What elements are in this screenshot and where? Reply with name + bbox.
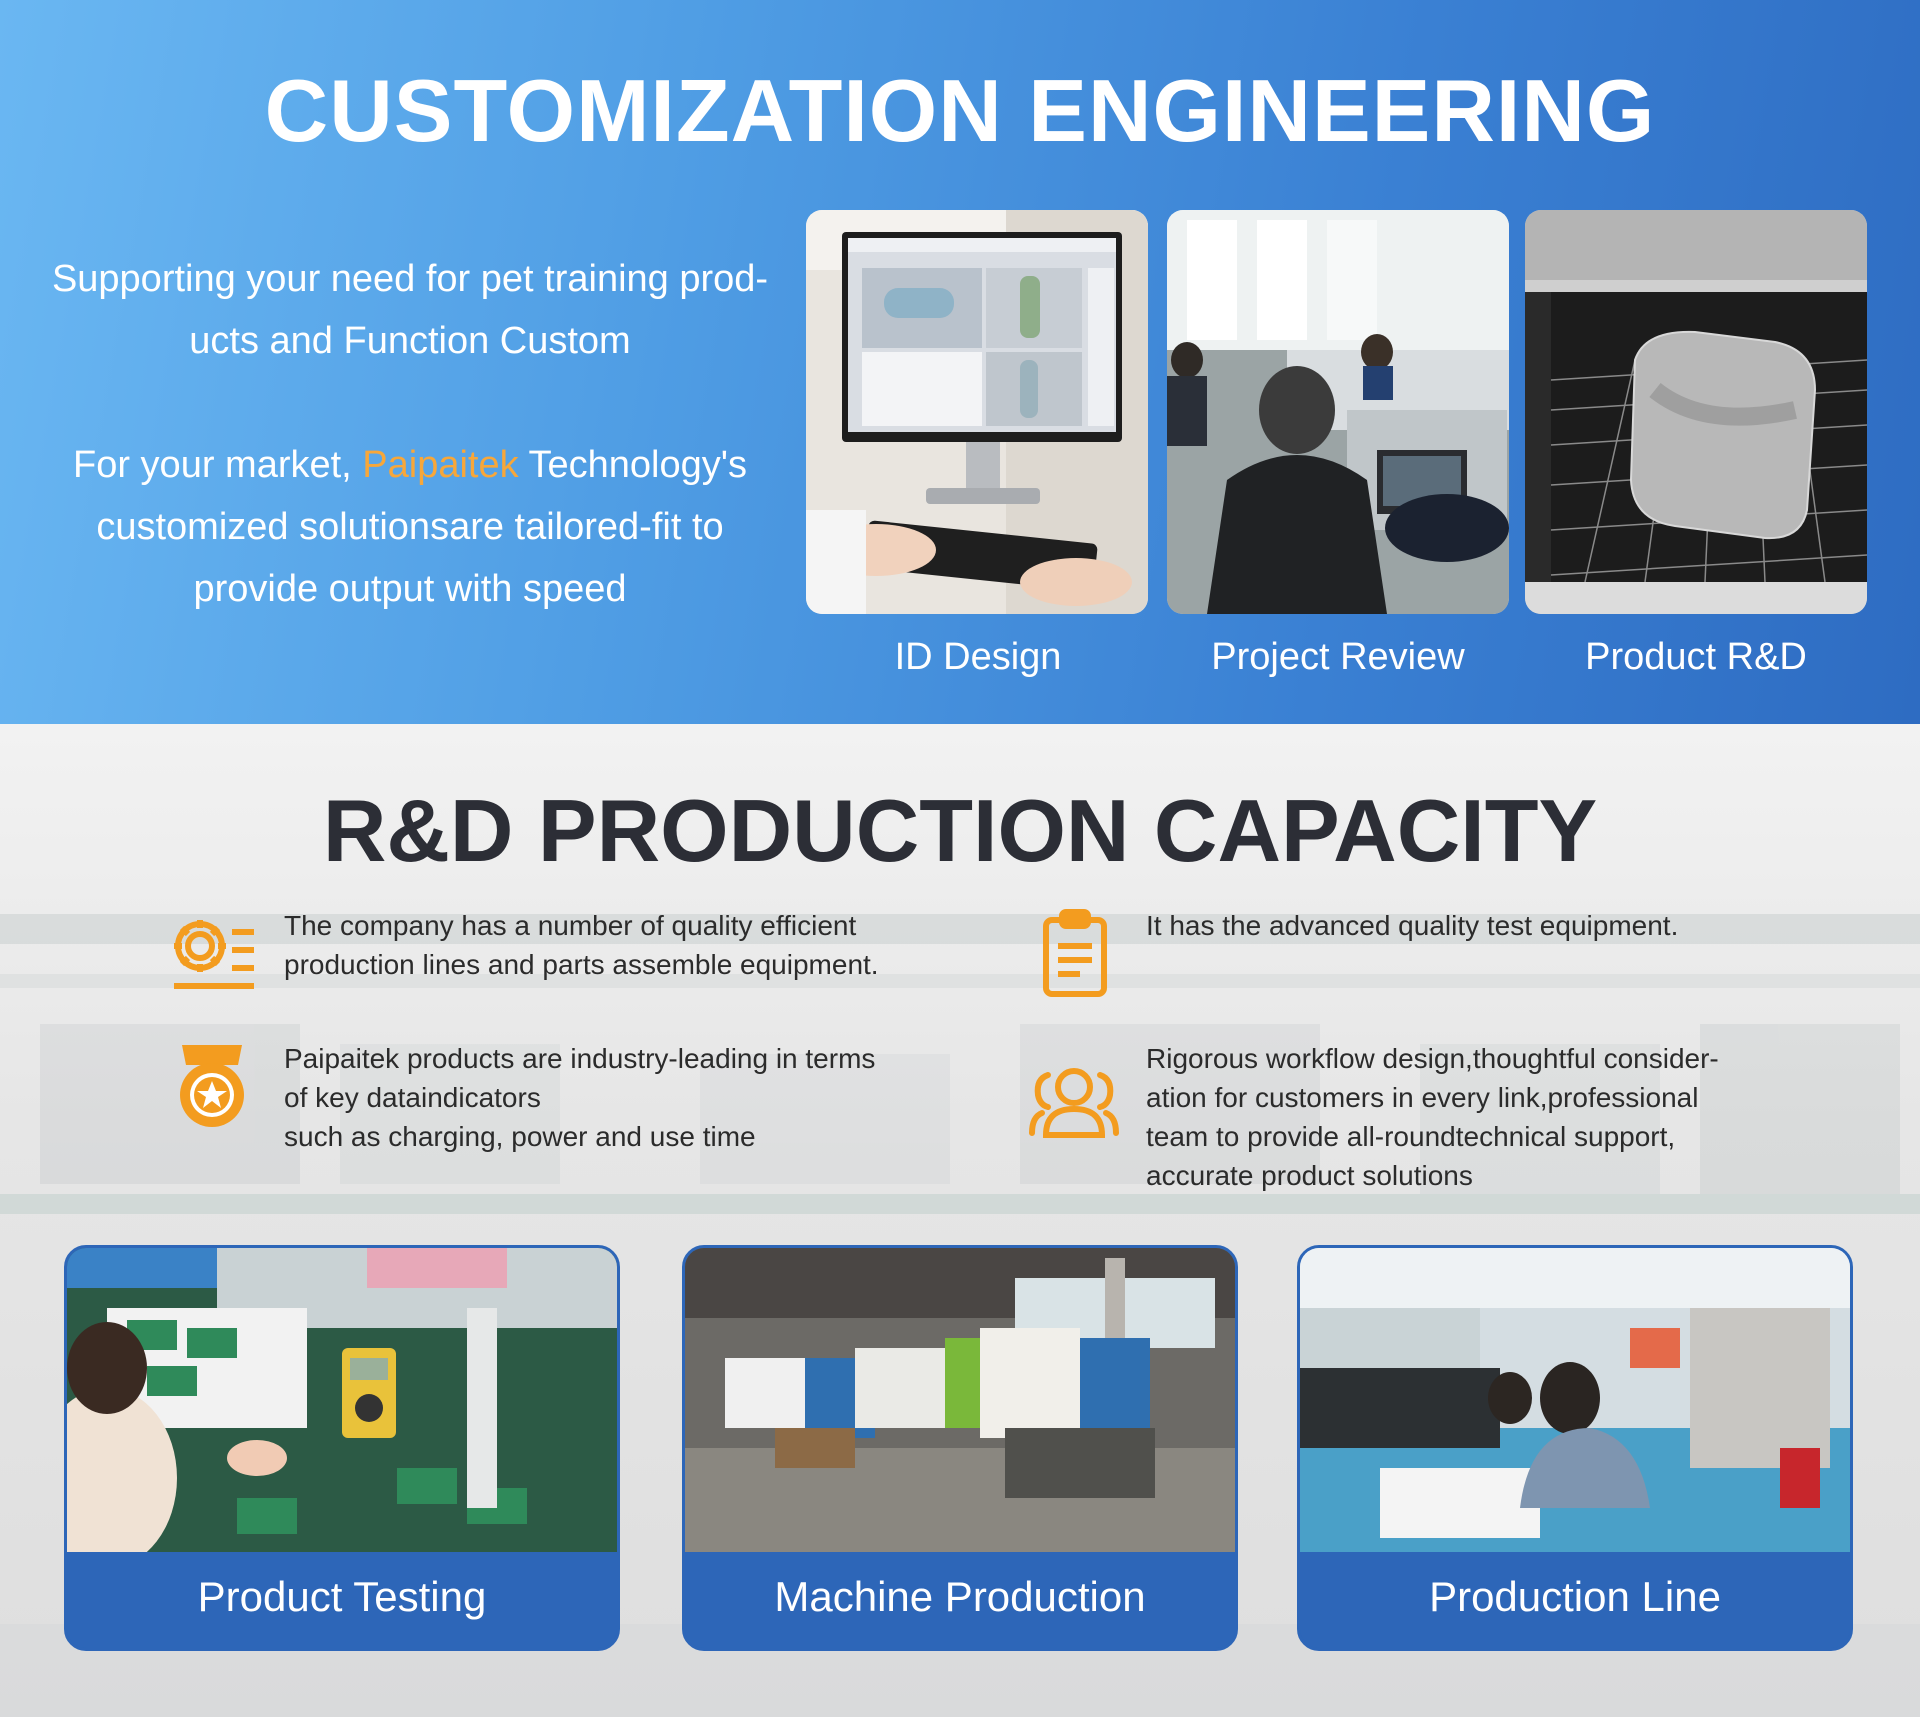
feature-text: Paipaitek products are industry-leading … — [284, 1043, 876, 1152]
production-line-label: Production Line — [1300, 1552, 1850, 1648]
feature-production-lines: The company has a number of quality effi… — [166, 906, 926, 1006]
engineering-title: CUSTOMIZATION ENGINEERING — [264, 61, 1656, 160]
gear-settings-icon — [174, 920, 254, 989]
intro-line: Supporting your need for pet training pr… — [51, 258, 769, 300]
feature-text: The company has a number of quality effi… — [284, 910, 879, 980]
caption-project-review: Project Review — [1211, 636, 1465, 678]
machine-production-photo — [685, 1248, 1235, 1552]
product-rd-photo — [1525, 210, 1867, 614]
production-line-photo — [1300, 1248, 1850, 1552]
machine-production-card: Machine Production — [682, 1245, 1238, 1651]
brand-name: Paipaitek — [362, 444, 519, 486]
feature-text: It has the advanced quality test equipme… — [1146, 910, 1679, 941]
rd-production-capacity-section: R&D PRODUCTION CAPACITY The company has … — [0, 724, 1920, 1717]
feature-text: Rigorous workflow design,thoughtful cons… — [1146, 1043, 1719, 1191]
production-line-card: Production Line — [1297, 1245, 1853, 1651]
feature-industry-leading: Paipaitek products are industry-leading … — [166, 1039, 926, 1169]
caption-product-rd: Product R&D — [1585, 636, 1807, 678]
medal-badge-icon — [180, 1045, 244, 1127]
feature-test-equipment: It has the advanced quality test equipme… — [1028, 906, 1788, 1006]
engineering-intro: Supporting your need for pet training pr… — [40, 248, 780, 620]
feature-workflow-design: Rigorous workflow design,thoughtful cons… — [1028, 1039, 1808, 1209]
product-testing-photo — [67, 1248, 617, 1552]
product-testing-label: Product Testing — [67, 1552, 617, 1648]
clipboard-icon — [1043, 909, 1107, 997]
intro-line: provide output with speed — [193, 568, 627, 610]
machine-production-label: Machine Production — [685, 1552, 1235, 1648]
intro-line: ucts and Function Custom — [189, 320, 631, 362]
team-people-icon — [1029, 1068, 1119, 1138]
caption-id-design: ID Design — [894, 636, 1062, 678]
project-review-photo — [1167, 210, 1509, 614]
customization-engineering-section: CUSTOMIZATION ENGINEERING Supporting you… — [0, 0, 1920, 724]
capacity-title: R&D PRODUCTION CAPACITY — [322, 781, 1598, 880]
id-design-photo — [806, 210, 1148, 614]
product-testing-card: Product Testing — [64, 1245, 620, 1651]
intro-line: customized solutionsare tailored-fit to — [96, 506, 724, 548]
intro-line: For your market, Paipaitek Technology's — [73, 444, 747, 486]
